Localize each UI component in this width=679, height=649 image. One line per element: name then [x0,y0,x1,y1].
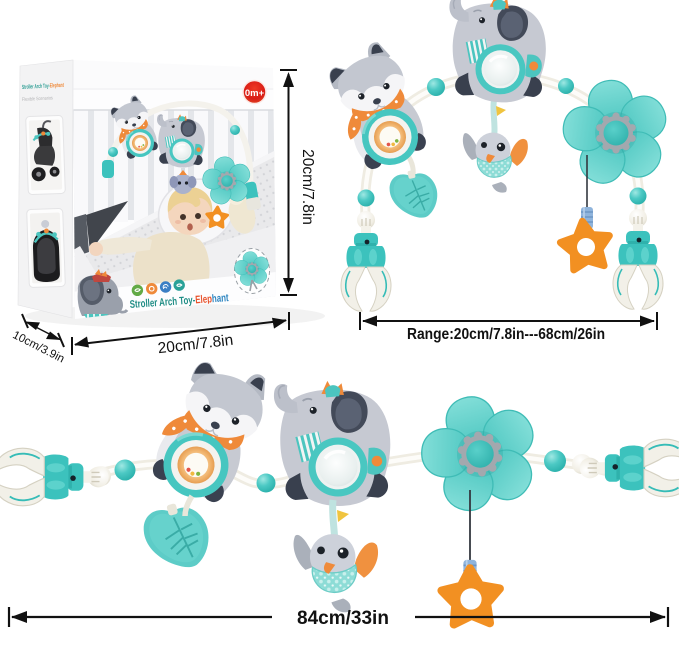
svg-text:Stroller Arch Toy-Elephant: Stroller Arch Toy-Elephant [22,83,64,91]
svg-text:0m+: 0m+ [245,88,265,99]
svg-text:Range:20cm/7.8in---68cm/26in: Range:20cm/7.8in---68cm/26in [407,326,605,343]
svg-text:84cm/33in: 84cm/33in [297,608,389,629]
svg-text:Flexible Scenarios: Flexible Scenarios [22,95,54,103]
svg-text:20cm/7.8in: 20cm/7.8in [299,149,316,225]
